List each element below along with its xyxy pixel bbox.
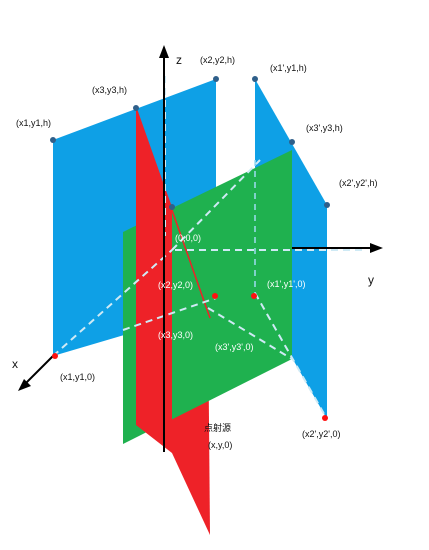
red-plane-edge — [135, 107, 211, 319]
y-axis-arrow — [370, 243, 383, 253]
x-axis-label: x — [12, 357, 18, 371]
label-x3py3h: (x3',y3,h) — [306, 123, 343, 133]
vertex-x3py3h — [289, 139, 295, 145]
label-origin: (0,0,0) — [175, 233, 201, 243]
vertex-x1y10 — [52, 353, 58, 359]
y-axis-label: y — [368, 273, 374, 287]
vertex-x2y20 — [212, 293, 218, 299]
vertex-x2y2h — [213, 76, 219, 82]
label-x2y20: (x2,y2,0) — [158, 280, 193, 290]
x-axis-line — [25, 355, 54, 384]
label-x1y1h: (x1,y1,h) — [16, 118, 51, 128]
vertex-x2py20 — [322, 415, 328, 421]
label-x1py10: (x1',y1',0) — [267, 279, 305, 289]
label-x3y3h: (x3,y3,h) — [92, 85, 127, 95]
source-coord: (x,y,0) — [208, 440, 232, 450]
vertex-x2py2h — [324, 202, 330, 208]
label-x3py30: (x3',y3',0) — [215, 342, 253, 352]
x-axis-arrow — [18, 379, 31, 391]
label-x3y30: (x3,y3,0) — [158, 330, 193, 340]
vertex-x1y1h — [50, 137, 56, 143]
z-axis-arrow — [159, 45, 169, 58]
label-x2py2h: (x2',y2',h) — [339, 178, 377, 188]
label-x1py1h: (x1',y1,h) — [270, 63, 307, 73]
label-x2y2h: (x2,y2,h) — [200, 55, 235, 65]
vertex-x1py10 — [251, 293, 257, 299]
source-title: 点射源 — [204, 422, 231, 433]
label-x2py20: (x2',y2',0) — [302, 429, 340, 439]
vertex-origin — [169, 204, 175, 210]
z-axis-label: z — [176, 53, 182, 67]
vertex-x3y3h — [133, 105, 139, 111]
label-x1y10: (x1,y1,0) — [60, 372, 95, 382]
vertex-x1py1h — [252, 76, 258, 82]
